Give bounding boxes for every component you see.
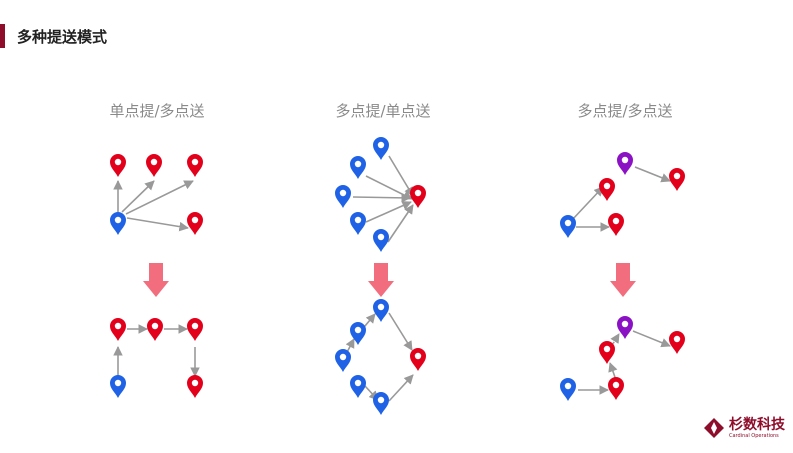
pickup-pin-icon	[373, 392, 389, 415]
delivery-pin-icon	[608, 377, 624, 400]
route-arrow	[126, 217, 189, 232]
column-title-many-to-one: 多点提/单点送	[335, 102, 431, 120]
route-arrow	[125, 180, 194, 215]
section-title: 多种提送模式	[0, 24, 107, 48]
route-arrow	[571, 186, 604, 221]
delivery-pin-icon	[187, 318, 203, 341]
down-arrow-icon	[368, 263, 394, 297]
pickup-pin-icon	[373, 137, 389, 160]
pickup-pin-icon	[110, 375, 126, 398]
delivery-pin-icon	[669, 331, 685, 354]
column-title-one-to-many: 单点提/多点送	[109, 102, 205, 120]
route-arrow	[388, 155, 414, 197]
logo-subtitle: Cardinal Operations	[729, 432, 779, 439]
delivery-pin-icon	[410, 348, 426, 371]
pickup-pin-icon	[350, 375, 366, 398]
delivery-pin-icon	[187, 212, 203, 235]
delivery-pin-icon	[599, 341, 615, 364]
delivery-pin-icon	[146, 154, 162, 177]
location-pins	[110, 137, 685, 415]
route-arrow	[352, 193, 411, 203]
route-arrow	[610, 333, 620, 348]
pickup-pin-icon	[373, 229, 389, 252]
delivery-pin-icon	[147, 318, 163, 341]
pickup-pin-icon	[350, 156, 366, 179]
pickup-pin-icon	[335, 185, 351, 208]
delivery-pin-icon	[187, 154, 203, 177]
pickup-pin-icon	[560, 215, 576, 238]
route-arrow	[387, 204, 414, 243]
title-accent-bar	[0, 24, 5, 48]
pickup-pin-icon	[350, 212, 366, 235]
page-title: 多种提送模式	[17, 27, 108, 46]
route-edges	[113, 155, 671, 402]
hub-pin-icon	[617, 152, 633, 175]
route-arrow	[632, 330, 671, 348]
logo-icon	[704, 418, 724, 438]
logo-name: 杉数科技	[729, 416, 785, 433]
delivery-pin-icon	[608, 213, 624, 236]
pickup-pin-icon	[335, 349, 351, 372]
pickup-pin-icon	[373, 299, 389, 322]
company-logo: 杉数科技 Cardinal Operations	[703, 417, 785, 439]
pickup-pin-icon	[560, 378, 576, 401]
column-title-many-to-many: 多点提/多点送	[577, 102, 673, 120]
down-arrow-icon	[610, 263, 636, 297]
route-arrow	[634, 166, 671, 183]
delivery-pin-icon	[187, 375, 203, 398]
hub-pin-icon	[617, 316, 633, 339]
delivery-pin-icon	[110, 154, 126, 177]
delivery-pin-icon	[110, 318, 126, 341]
route-arrow	[365, 175, 413, 200]
route-arrow	[365, 201, 412, 223]
route-arrow	[388, 312, 413, 351]
delivery-pin-icon	[410, 185, 426, 208]
delivery-pin-icon	[599, 178, 615, 201]
delivery-pin-icon	[669, 168, 685, 191]
down-arrow-icon	[143, 263, 169, 297]
route-arrow	[121, 180, 155, 213]
transform-arrows	[143, 263, 636, 297]
route-arrow	[388, 374, 414, 402]
pickup-pin-icon	[110, 212, 126, 235]
